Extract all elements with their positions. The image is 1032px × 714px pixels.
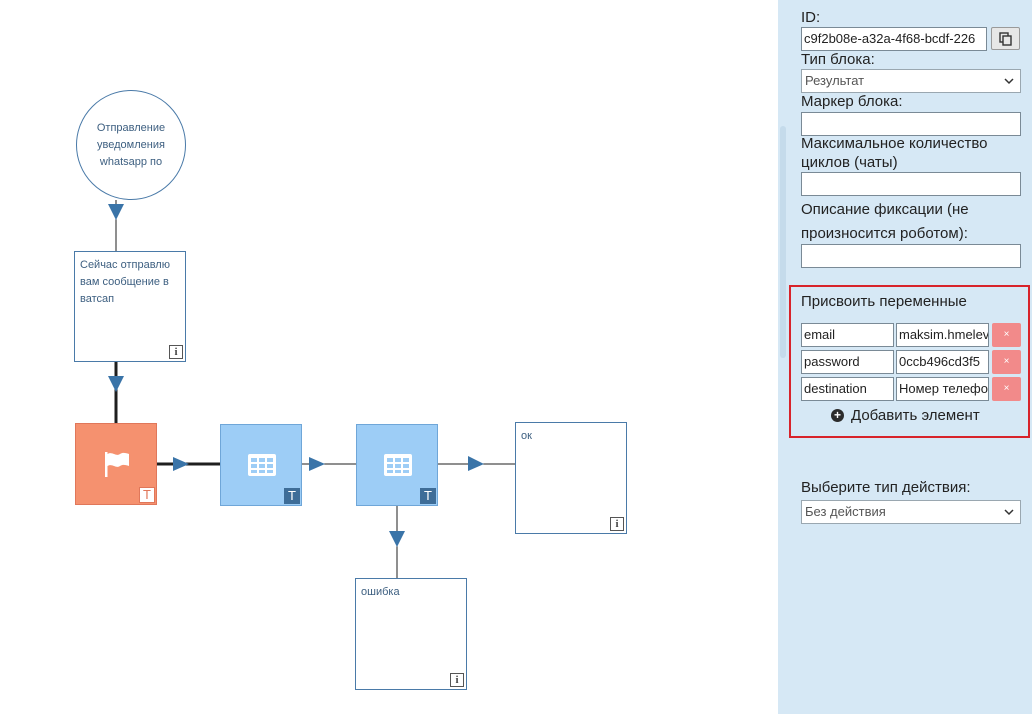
flag-icon: [105, 452, 129, 477]
chevron-down-icon: [1004, 509, 1014, 516]
table-icon: [384, 454, 412, 476]
flow-edges: [108, 200, 516, 579]
ok-node[interactable]: ок i: [515, 422, 627, 534]
variable-value-input[interactable]: 0ccb496cd3f5: [896, 350, 989, 374]
arrow-right-icon: [468, 456, 484, 471]
ok-node-text: ок: [521, 430, 532, 442]
action-type-value: Без действия: [805, 504, 886, 519]
plus-circle-icon: +: [831, 409, 844, 422]
action-type-label: Выберите тип действия:: [801, 479, 971, 496]
fix-desc-input[interactable]: [801, 244, 1021, 268]
arrow-down-icon: [108, 204, 124, 220]
error-node[interactable]: ошибка i: [355, 578, 467, 690]
marker-input[interactable]: [801, 112, 1021, 136]
add-element-label: Добавить элемент: [851, 407, 980, 424]
start-node-text: Отправление уведомления whatsapp по: [96, 121, 166, 168]
variable-name-input[interactable]: destination: [801, 377, 894, 401]
info-icon[interactable]: i: [610, 517, 624, 531]
fix-desc-label: Описание фиксации (не произносится робот…: [801, 201, 969, 242]
type-badge: T: [139, 487, 155, 503]
panel-scrollbar[interactable]: [780, 126, 786, 358]
id-label: ID:: [801, 9, 821, 26]
properties-panel: ID: c9f2b08e-a32a-4f68-bcdf-226 Тип блок…: [778, 0, 1032, 714]
block-type-select[interactable]: Результат: [801, 69, 1021, 93]
assign-variables-section: Присвоить переменные email maksim.hmelev…: [789, 285, 1030, 438]
add-element-button[interactable]: + Добавить элемент: [831, 407, 980, 424]
delete-variable-button[interactable]: ×: [992, 350, 1021, 374]
delete-variable-button[interactable]: ×: [992, 377, 1021, 401]
block-type-value: Результат: [805, 73, 865, 88]
table-node-1[interactable]: T: [220, 424, 302, 506]
info-icon[interactable]: i: [450, 673, 464, 687]
variable-name-input[interactable]: password: [801, 350, 894, 374]
table-icon: [248, 454, 276, 476]
copy-icon: [999, 32, 1012, 46]
arrow-down-icon: [108, 376, 124, 392]
arrow-right-icon: [309, 457, 325, 471]
variable-value-input[interactable]: Номер телефона: [896, 377, 989, 401]
variable-name-input[interactable]: email: [801, 323, 894, 347]
marker-label: Маркер блока:: [801, 93, 903, 110]
block-type-label: Тип блока:: [801, 51, 875, 68]
message-node-text: Сейчас отправлю вам сообщение в ватсап: [80, 259, 170, 305]
max-cycles-input[interactable]: [801, 172, 1021, 196]
flag-node[interactable]: T: [75, 423, 157, 505]
chevron-down-icon: [1004, 78, 1014, 85]
flow-canvas[interactable]: Отправление уведомления whatsapp по Сейч…: [0, 0, 778, 714]
type-badge: T: [284, 488, 300, 504]
start-node[interactable]: Отправление уведомления whatsapp по: [76, 90, 186, 200]
error-node-text: ошибка: [361, 586, 400, 598]
assign-variables-title: Присвоить переменные: [801, 293, 967, 310]
info-icon[interactable]: i: [169, 345, 183, 359]
type-badge: T: [420, 488, 436, 504]
action-type-select[interactable]: Без действия: [801, 500, 1021, 524]
table-node-2[interactable]: T: [356, 424, 438, 506]
id-field[interactable]: c9f2b08e-a32a-4f68-bcdf-226: [801, 27, 987, 51]
message-node[interactable]: Сейчас отправлю вам сообщение в ватсап i: [74, 251, 186, 362]
arrow-right-icon: [173, 457, 189, 471]
max-cycles-label: Максимальное количество циклов (чаты): [801, 135, 988, 171]
copy-id-button[interactable]: [991, 27, 1020, 50]
delete-variable-button[interactable]: ×: [992, 323, 1021, 347]
variable-value-input[interactable]: maksim.hmelev: [896, 323, 989, 347]
arrow-down-icon: [389, 531, 405, 547]
